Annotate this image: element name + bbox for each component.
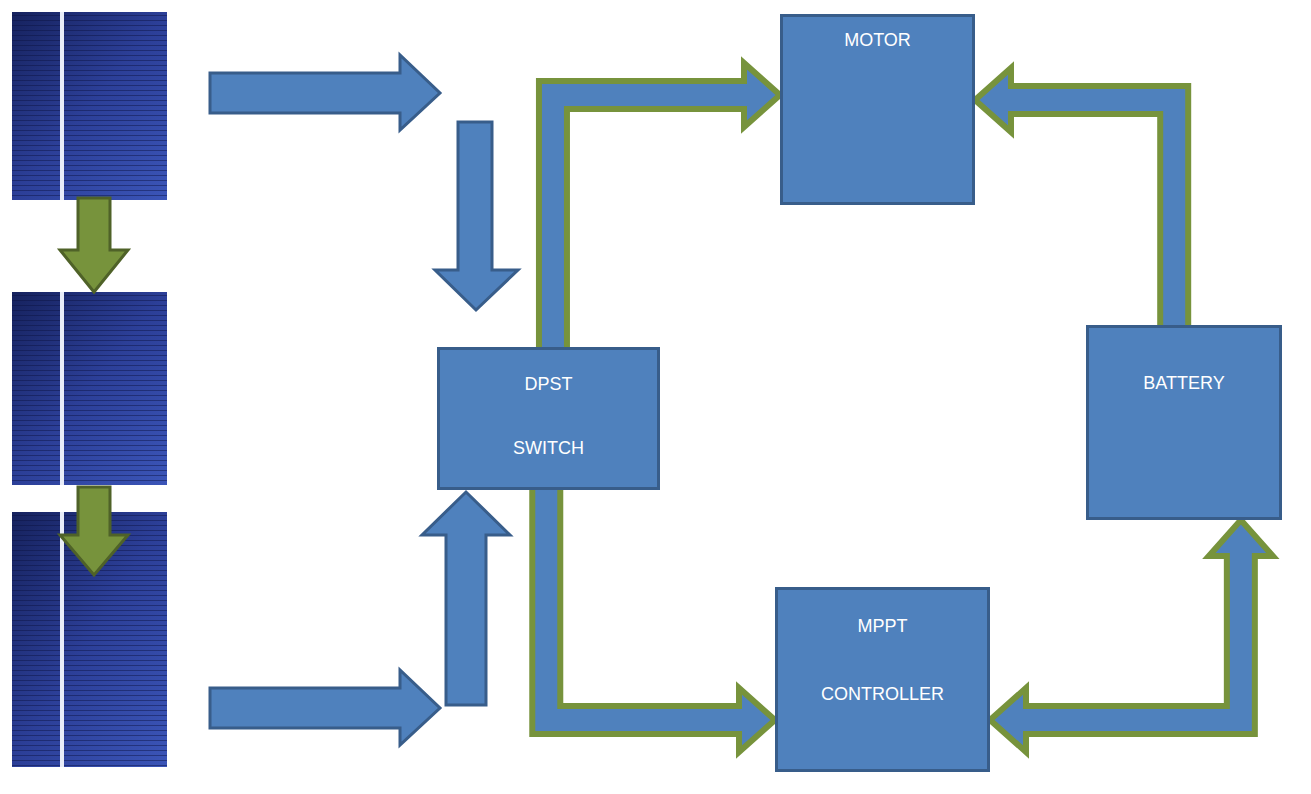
node-label: MPPT CONTROLLER (821, 592, 944, 728)
process-box: DPST SWITCH (437, 347, 660, 490)
process-box: MPPT CONTROLLER (775, 587, 990, 772)
connector-fill (553, 95, 749, 347)
process-box: MOTOR (780, 14, 975, 205)
connector-arrow (975, 68, 1174, 325)
arrow-head (739, 688, 775, 752)
connector-fill (546, 490, 744, 720)
solar-panel (12, 12, 167, 200)
flow-arrow (422, 492, 510, 705)
connector-outline (1011, 100, 1174, 325)
flow-arrow (435, 122, 518, 310)
flow-arrow (210, 55, 440, 130)
connector-fill (1006, 100, 1174, 325)
connector-outline (546, 490, 739, 720)
arrow-head (990, 688, 1026, 752)
connector-arrow (546, 490, 775, 752)
node-label: BATTERY (1143, 372, 1224, 394)
process-box: BATTERY (1086, 325, 1282, 520)
arrow-head (975, 68, 1011, 132)
series-arrow (60, 198, 128, 292)
arrow-head (744, 63, 780, 127)
node-label: MOTOR (844, 29, 911, 51)
solar-panel (12, 292, 167, 485)
connector-outline (1026, 556, 1241, 720)
connector-outline (553, 95, 744, 347)
node-label: DPST SWITCH (513, 352, 584, 480)
arrow-head (1209, 520, 1273, 556)
connector-arrow (990, 520, 1273, 752)
connector-arrow (553, 63, 780, 347)
connector-fill (1021, 551, 1241, 720)
flow-arrow (210, 670, 440, 745)
series-arrow (60, 487, 128, 575)
